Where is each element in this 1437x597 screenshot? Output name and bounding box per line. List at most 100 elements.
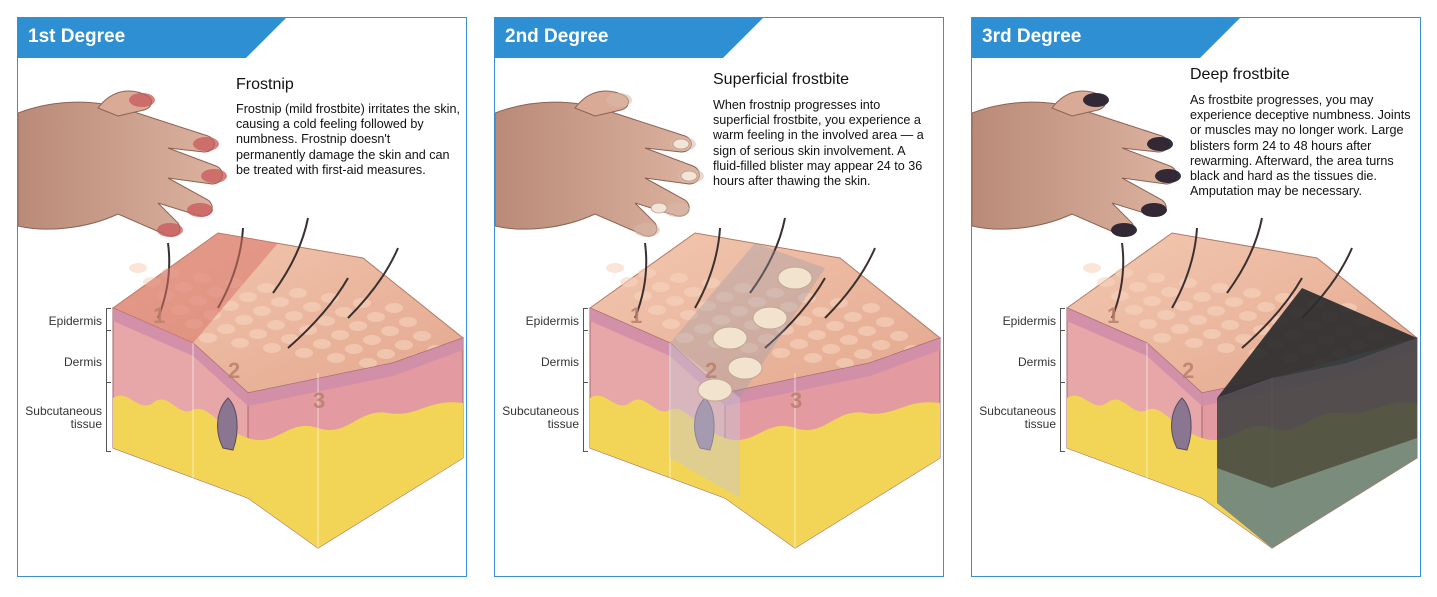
hair-strand — [1241, 277, 1303, 349]
necrotic-surface — [1217, 288, 1417, 398]
hand-illustration — [972, 90, 1181, 237]
skin-texture — [1125, 305, 1143, 315]
label-subcutaneous-line1: Subcutaneous — [25, 404, 102, 418]
skin-texture — [716, 292, 734, 302]
bracket-tick — [583, 451, 588, 452]
hair-strand — [1226, 217, 1263, 294]
finger-blister — [672, 138, 690, 150]
label-epidermis: Epidermis — [1002, 314, 1056, 328]
epidermis-band — [590, 308, 940, 406]
blister — [727, 356, 763, 380]
hair-strand — [272, 217, 309, 294]
skin-texture — [698, 301, 716, 311]
skin-texture — [285, 311, 303, 321]
skin-illustration: 123 — [495, 90, 942, 549]
layer-bracket — [106, 308, 107, 452]
skin-texture — [235, 315, 253, 325]
label-subcutaneous: Subcutaneous tissue — [495, 405, 579, 431]
layer-bracket — [583, 308, 584, 452]
skin-texture — [662, 319, 680, 329]
hair-follicle — [217, 397, 238, 451]
bracket-tick — [1060, 382, 1065, 383]
skin-texture — [844, 312, 862, 322]
layer-bracket — [1060, 308, 1061, 452]
skin-texture — [335, 307, 353, 317]
skin-illustration: 123 — [972, 90, 1419, 549]
label-subcutaneous-line1: Subcutaneous — [502, 404, 579, 418]
hand-illustration — [18, 90, 227, 237]
fat-layer-left — [590, 395, 725, 498]
fingertip — [157, 223, 183, 237]
hair-strand — [1171, 227, 1198, 309]
bracket-tick — [583, 330, 588, 331]
hair-strand — [749, 217, 786, 294]
fat-layer-right — [248, 402, 463, 548]
skin-texture — [652, 282, 670, 292]
panel-header: 2nd Degree — [495, 18, 763, 58]
fat-layer-left — [1067, 395, 1202, 498]
skin-texture — [712, 315, 730, 325]
hair-strand — [287, 277, 349, 349]
skin-texture — [862, 303, 880, 313]
skin-illustration: 123 — [18, 90, 465, 549]
skin-block: 123 — [111, 217, 465, 549]
fingertip — [1147, 137, 1173, 151]
fingertip — [129, 93, 155, 107]
skin-texture — [666, 296, 684, 306]
fingertip — [664, 203, 690, 217]
label-subcutaneous-line1: Subcutaneous — [979, 404, 1056, 418]
skin-texture — [808, 330, 826, 340]
skin-texture — [804, 353, 822, 363]
fingertip — [1141, 203, 1167, 217]
degree-label: 2nd Degree — [505, 26, 609, 47]
degree-label: 3rd Degree — [982, 26, 1082, 47]
skin-texture — [1221, 320, 1239, 330]
skin-texture — [772, 348, 790, 358]
panel-3rd-degree: 3rd Degree Deep frostbite As frostbite p… — [971, 17, 1421, 577]
skin-texture — [217, 324, 235, 334]
fingertip — [1083, 93, 1109, 107]
skin-texture — [1243, 288, 1261, 298]
skin-texture — [381, 326, 399, 336]
header-tab-shape — [495, 18, 763, 58]
fingertip — [606, 93, 632, 107]
skin-texture — [289, 288, 307, 298]
zone-number: 2 — [1182, 358, 1194, 383]
hair-strand — [1111, 242, 1125, 319]
finger-blister — [650, 202, 668, 214]
hand-shape — [18, 101, 223, 237]
zone-number: 2 — [705, 358, 717, 383]
skin-texture — [129, 263, 147, 273]
skin-texture — [730, 306, 748, 316]
fingertip — [1155, 169, 1181, 183]
skin-texture — [1171, 324, 1189, 334]
skin-texture — [1115, 268, 1133, 278]
hair-strand — [764, 277, 826, 349]
skin-texture — [766, 288, 784, 298]
skin-texture — [317, 316, 335, 326]
blister — [752, 306, 788, 330]
skin-texture — [858, 326, 876, 336]
blister — [697, 378, 733, 402]
skin-texture — [854, 349, 872, 359]
skin-texture — [684, 287, 702, 297]
zone-number: 1 — [630, 303, 642, 328]
bracket-tick — [1060, 308, 1065, 309]
label-subcutaneous-line2: tissue — [1024, 417, 1056, 431]
skin-texture — [1203, 329, 1221, 339]
panel-header: 1st Degree — [18, 18, 286, 58]
skin-texture — [1129, 282, 1147, 292]
label-subcutaneous: Subcutaneous tissue — [972, 405, 1056, 431]
skin-texture — [413, 331, 431, 341]
hair-follicle — [1171, 397, 1192, 451]
label-epidermis: Epidermis — [48, 314, 102, 328]
skin-texture — [367, 312, 385, 322]
skin-texture — [812, 307, 830, 317]
panel-2nd-degree: 2nd Degree Superficial frostbite When fr… — [494, 17, 944, 577]
hand-illustration — [495, 90, 704, 237]
skin-texture — [395, 340, 413, 350]
skin-texture — [1275, 293, 1293, 303]
skin-texture — [267, 320, 285, 330]
frostbite-section — [670, 343, 740, 498]
skin-texture — [1143, 296, 1161, 306]
